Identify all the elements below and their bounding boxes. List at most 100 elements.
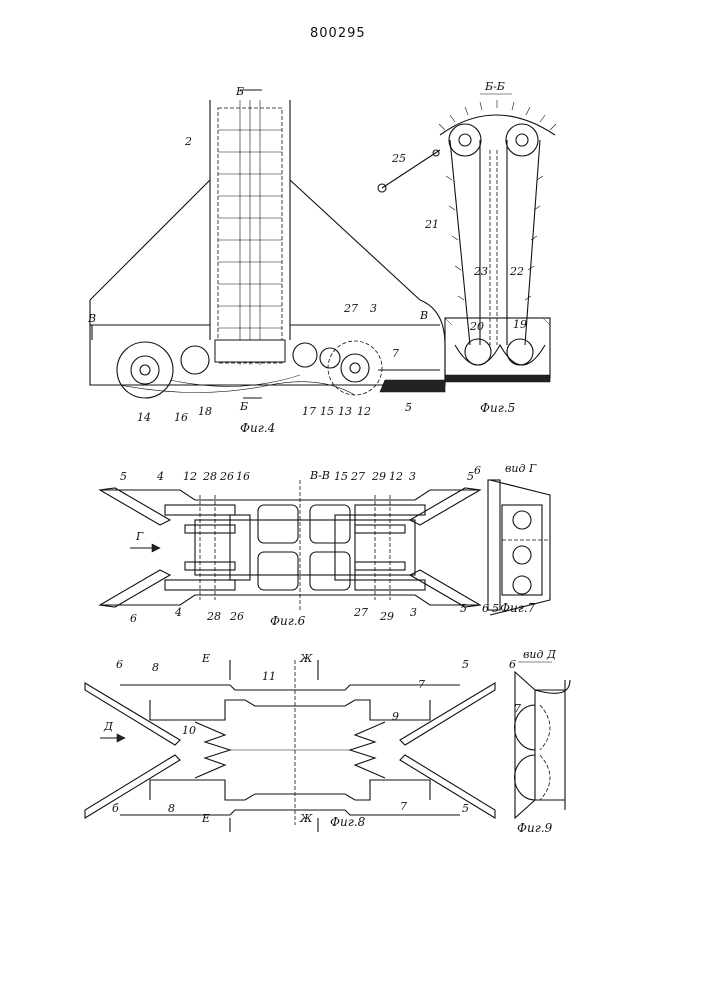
fig4-chain-links [218, 100, 282, 365]
document-number: 800295 [310, 26, 366, 41]
fig6-label-4-bl: 4 [174, 606, 182, 619]
fig8-section-mark-e-bottom: Е [201, 812, 210, 825]
fig4-shoe-5 [380, 380, 445, 392]
fig7-caption: Фиг.7 [500, 601, 536, 615]
fig8-label-5-bottom: 5 [462, 802, 469, 815]
fig9-channel-lower [515, 755, 535, 800]
fig8-label-5-top: 5 [462, 658, 469, 671]
figure-7: вид Г 6 6 5 Фиг.7 [474, 462, 550, 615]
fig6-blade-5-top [410, 488, 480, 525]
fig8-caption: Фиг.8 [330, 815, 366, 829]
fig4-label-3: 3 [370, 302, 377, 315]
fig8-label-8-bottom: 8 [168, 802, 175, 815]
fig6-label-12-tr: 12 [389, 470, 403, 483]
fig5-label-22: 22 [509, 265, 524, 278]
fig9-label-6: 6 [509, 658, 516, 671]
fig5-label-21: 21 [424, 218, 439, 231]
fig5-lever-25 [382, 150, 440, 188]
fig6-label-28-tl: 28 [202, 470, 217, 483]
fig5-hatching [445, 318, 550, 325]
fig5-top-housing [440, 115, 555, 135]
fig9-caption: Фиг.9 [517, 821, 553, 835]
fig7-view-title: вид Г [505, 462, 537, 475]
fig7-label-5: 5 [492, 602, 499, 615]
fig6-center-block-top [258, 505, 298, 543]
fig8-label-9: 9 [392, 710, 399, 723]
fig6-label-26-bl: 26 [229, 610, 244, 623]
fig8-bottom-profile [150, 780, 430, 800]
fig6-gear-stack-right [335, 495, 425, 600]
fig7-blade-6 [488, 480, 500, 610]
fig6-view-arrow-label: Г [135, 530, 144, 543]
fig5-caption: Фиг.5 [480, 401, 515, 415]
fig6-track [195, 520, 415, 575]
fig5-label-25: 25 [391, 152, 406, 165]
fig6-label-5-tl: 5 [120, 470, 127, 483]
fig6-label-6-bl: 6 [130, 612, 137, 625]
fig8-view-arrow-label: Д [103, 720, 114, 733]
fig5-label-20: 20 [469, 320, 484, 333]
fig4-lower-carriage [215, 340, 285, 362]
fig6-blade-6-bottom [100, 570, 170, 607]
fig4-label-15: 15 [320, 405, 334, 418]
fig6-blade-5-bottom [410, 570, 480, 607]
fig7-label-6-top: 6 [474, 464, 481, 477]
fig4-label-27: 27 [343, 302, 358, 315]
fig4-left-gusset [90, 180, 210, 300]
figure-9: вид Д 6 7 Фиг.9 [509, 648, 570, 835]
fig8-label-8-top: 8 [152, 661, 159, 674]
fig8-label-11: 11 [262, 670, 276, 683]
fig8-label-7-top: 7 [418, 678, 425, 691]
fig4-label-16: 16 [174, 411, 188, 424]
fig6-gear-stack-left [165, 495, 250, 600]
fig5-label-23: 23 [473, 265, 488, 278]
fig4-label-13: 13 [338, 405, 352, 418]
fig5-base-plate [445, 375, 550, 382]
fig6-label-16-tl: 16 [236, 470, 250, 483]
fig6-section-title: В-В [309, 469, 330, 482]
fig6-label-29-br: 29 [379, 610, 394, 623]
fig6-label-5-br: 5 [460, 602, 467, 615]
fig8-label-6-top: 6 [116, 658, 123, 671]
fig4-label-18: 18 [198, 405, 212, 418]
fig6-label-5-tr: 5 [467, 470, 474, 483]
fig4-label-2: 2 [184, 135, 192, 148]
fig8-label-7-bottom: 7 [400, 800, 407, 813]
fig5-side-bristles [446, 176, 543, 300]
fig8-blade-5-top [400, 683, 495, 745]
fig8-blade-5-bottom [400, 755, 495, 818]
fig6-label-3-tr: 3 [409, 470, 416, 483]
fig8-blade-6-top [85, 683, 180, 745]
figure-6: В-В [100, 469, 480, 628]
fig4-section-mark-left: В [87, 312, 96, 325]
fig4-label-5: 5 [405, 401, 412, 414]
fig5-section-title: Б-Б [484, 80, 505, 93]
figure-4: В В Б Б 2 27 3 7 14 16 18 17 15 13 12 5 … [87, 85, 445, 435]
fig6-center-block-bottom [258, 552, 298, 590]
fig5-label-19: 19 [513, 318, 527, 331]
fig9-view-title: вид Д [523, 648, 557, 661]
fig8-section-mark-zh-top: Ж [299, 652, 313, 665]
fig8-section-mark-e-top: Е [201, 652, 210, 665]
fig4-label-14: 14 [137, 411, 151, 424]
fig4-drive-wheel-14 [117, 342, 173, 398]
fig6-label-29-tr: 29 [371, 470, 386, 483]
fig4-chain-path [120, 382, 355, 395]
fig4-label-7: 7 [392, 347, 399, 360]
fig9-label-7: 7 [514, 702, 521, 715]
fig5-roller-20 [465, 339, 491, 365]
fig6-caption: Фиг.6 [270, 614, 306, 628]
fig4-right-gusset [290, 180, 420, 300]
fig8-label-b: б [112, 802, 119, 815]
fig6-label-26-tl: 26 [219, 470, 234, 483]
fig6-label-15-tr: 15 [334, 470, 348, 483]
fig6-blade-6-top [100, 488, 170, 525]
fig6-label-27-br: 27 [353, 606, 368, 619]
fig8-scraper-10 [195, 722, 230, 778]
fig5-base-housing [445, 318, 550, 378]
fig6-label-12-tl: 12 [183, 470, 197, 483]
fig4-label-12: 12 [357, 405, 371, 418]
fig5-pulley-right [506, 124, 538, 156]
fig5-roller-19 [507, 339, 533, 365]
